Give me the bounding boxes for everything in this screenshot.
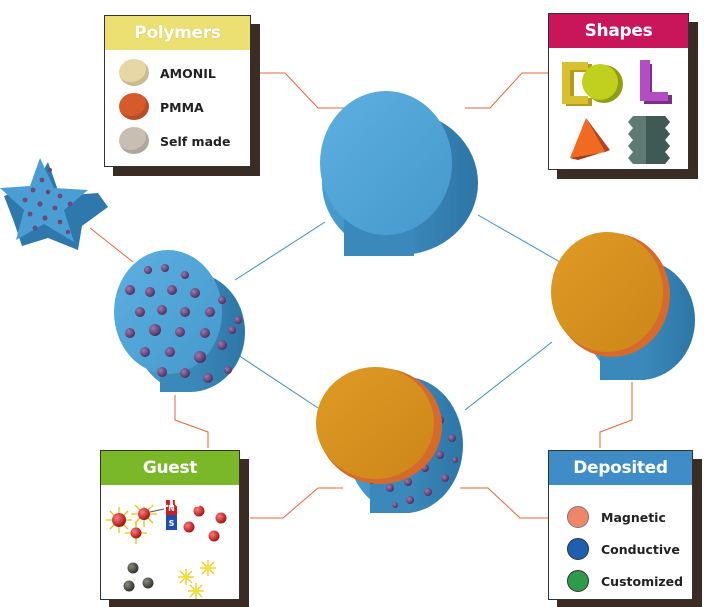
deposited-swatch-conductive xyxy=(567,538,589,560)
pyramid-icon xyxy=(570,118,610,160)
magnet-south-label: S xyxy=(169,519,175,528)
embedded-particles xyxy=(125,264,242,383)
connector-guest-top xyxy=(174,395,209,448)
shapes-title: Shapes xyxy=(549,14,688,48)
l-shape-icon xyxy=(640,60,672,104)
deposited-label-conductive: Conductive xyxy=(601,542,680,557)
yellow-particles-icon xyxy=(178,560,216,599)
deposited-layer-title: Deposited layer xyxy=(549,451,692,512)
cylinder-plain xyxy=(320,91,478,256)
connector-lines xyxy=(89,72,633,519)
deposited-label-magnetic: Magnetic xyxy=(601,510,666,525)
magnet-icon: N S xyxy=(166,500,177,530)
guest-particles-box: Guest Particles xyxy=(100,450,240,600)
c-shape-icon xyxy=(562,62,623,106)
connector-right-bottom xyxy=(464,341,553,411)
guest-particles-title: Guest Particles xyxy=(101,451,239,512)
deposited-layer-box: Deposited layer Magnetic Conductive Cust… xyxy=(548,450,693,600)
connector-top-left xyxy=(234,221,326,281)
polymers-label-pmma: PMMA xyxy=(160,100,204,115)
polymers-swatch-amonil xyxy=(119,59,149,86)
deposited-swatch-magnetic xyxy=(567,506,589,528)
polymers-label-amonil: AMONIL xyxy=(160,66,216,81)
cylinder-deposited-layer xyxy=(551,232,695,380)
cylinder-particles-and-layer xyxy=(316,367,463,513)
deposited-swatch-customized xyxy=(567,570,589,592)
connector-guest-bottom xyxy=(250,487,343,519)
polymers-swatch-self-made xyxy=(119,127,149,154)
connector-polymers xyxy=(249,72,350,109)
connector-deposited-top xyxy=(599,382,633,448)
dark-particles-icon xyxy=(123,562,154,592)
polymers-title: Polymers xyxy=(105,16,250,50)
magnet-north-label: N xyxy=(168,504,175,513)
deposited-label-customized: Customized xyxy=(601,574,684,589)
star-shape xyxy=(0,158,108,250)
red-particles-icon xyxy=(106,501,227,544)
polymers-label-self-made: Self made xyxy=(160,134,231,149)
connector-star xyxy=(89,227,134,263)
connector-top-right xyxy=(477,214,561,263)
connector-deposited-bottom xyxy=(460,487,548,519)
zigzag-prism-icon xyxy=(628,116,670,164)
shapes-box: Shapes xyxy=(548,13,689,170)
connector-left-bottom xyxy=(237,354,319,409)
polymers-box: Polymers AMONIL PMMA Self made xyxy=(104,15,251,167)
cylinder-guest-particles xyxy=(114,250,245,392)
connector-shapes xyxy=(465,72,548,109)
polymers-swatch-pmma xyxy=(119,93,149,120)
